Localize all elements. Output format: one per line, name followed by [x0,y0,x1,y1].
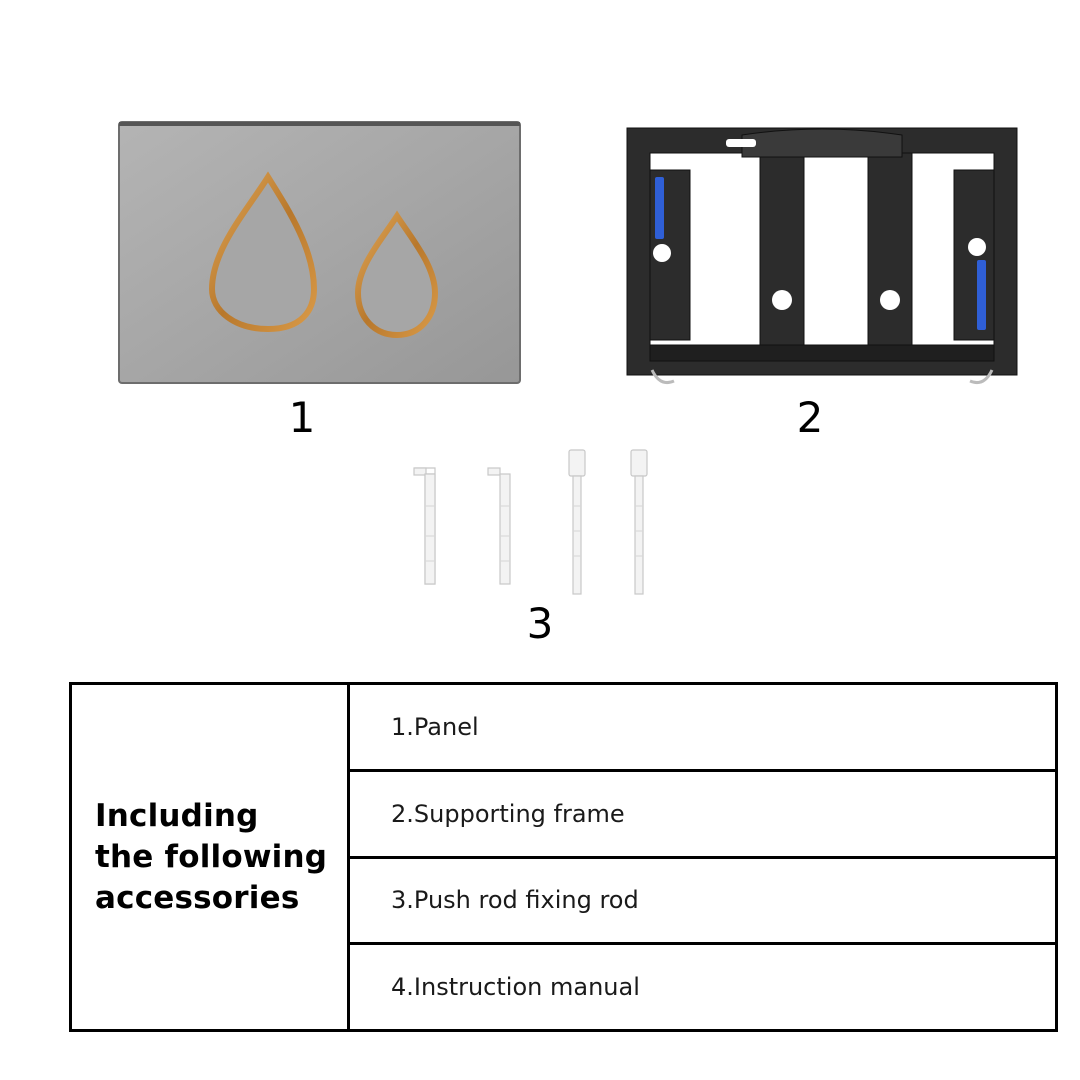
supporting-frame-icon [626,127,1018,385]
product-number-1: 1 [288,393,316,442]
product-number-2: 2 [796,393,824,442]
accessory-item: 4.Instruction manual [391,973,640,1002]
accessory-item: 2.Supporting frame [350,772,1055,859]
accessories-heading-cell: Including the following accessories [72,685,350,1029]
full-flush-button [208,171,318,333]
accessories-heading: Including the following accessories [95,797,328,916]
product-number-3: 3 [526,599,554,648]
accessories-table: Including the following accessories 1.Pa… [69,682,1058,1032]
accessories-list: 1.Panel 2.Supporting frame 3.Push rod fi… [350,685,1055,1029]
accessory-item: 3.Push rod fixing rod [350,859,1055,946]
push-rods-image [405,446,655,598]
push-rods-icon [413,449,648,595]
flush-panel-icon [118,121,521,384]
accessory-item: 1.Panel [350,685,1055,772]
flush-panel-image [118,121,521,384]
half-flush-button [354,210,439,339]
supporting-frame-image [622,125,1022,395]
